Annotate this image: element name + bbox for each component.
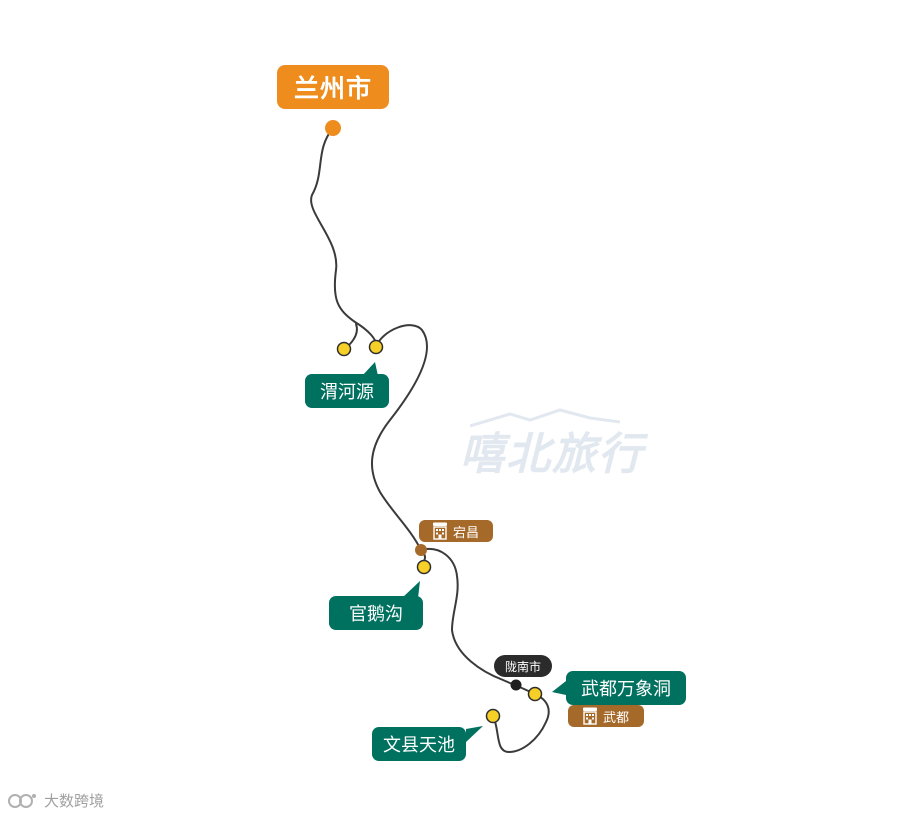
callout-pointer: [466, 726, 483, 742]
hotel-label-wudu: 武都: [568, 705, 644, 727]
hotel-building-icon: [582, 707, 597, 725]
route-line: [310, 127, 378, 348]
attraction-marker: [368, 339, 384, 355]
city-label-longnan: 陇南市: [494, 655, 552, 677]
hotel-marker: [415, 544, 427, 556]
watermark: 嘻北旅行: [460, 429, 644, 480]
brand-logo-icon: [8, 793, 36, 808]
attraction-label-wenxian-tianchi: 文县天池: [372, 727, 466, 761]
hotel-name: 宕昌: [452, 525, 479, 541]
hotel-label-dangchang: 宕昌: [419, 520, 493, 542]
route-line-south: [420, 547, 550, 754]
attraction-label-wudu-wanxiangdong: 武都万象洞: [566, 671, 686, 705]
attraction-label-guanegou: 官鹅沟: [329, 596, 423, 630]
callout-pointer: [552, 681, 566, 695]
hotel-name: 武都: [602, 710, 629, 726]
callout-pointer: [402, 581, 420, 598]
attraction-label-weiheyuan: 渭河源: [305, 374, 389, 408]
attraction-marker: [527, 686, 543, 702]
start-city-label: 兰州市: [277, 65, 389, 109]
attraction-marker: [336, 341, 352, 357]
footer-text: 大数跨境: [44, 792, 105, 810]
hotel-building-icon: [432, 522, 447, 540]
attraction-marker: [485, 708, 501, 724]
footer-brand: 大数跨境: [8, 790, 104, 811]
callout-pointer: [362, 362, 378, 376]
city-marker: [510, 679, 522, 691]
route-line-middle: [371, 324, 428, 551]
attraction-marker: [416, 559, 432, 575]
mountain-icon: [470, 408, 620, 428]
start-marker: [325, 120, 341, 136]
